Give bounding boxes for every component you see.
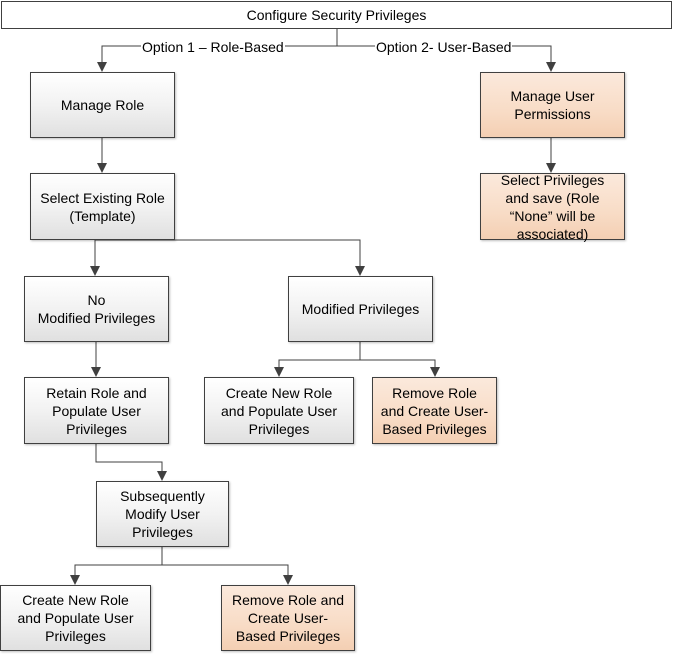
connector-select-role-to-modified: [175, 239, 365, 276]
node-modified-privileges-label: Modified Privileges: [301, 301, 420, 317]
node-select-existing-role: Select Existing Role (Template): [30, 173, 175, 240]
node-subsequently-modify-label: Subsequently Modify User Privileges: [120, 488, 205, 540]
node-remove-role-bottom: Remove Role and Create User- Based Privi…: [221, 585, 355, 651]
node-manage-user-permissions: Manage User Permissions: [480, 72, 625, 138]
node-remove-role-mid-label: Remove Role and Create User- Based Privi…: [380, 384, 489, 437]
node-manage-role-label: Manage Role: [60, 97, 145, 113]
connector-retain-to-subsequently: [95, 444, 167, 481]
node-subsequently-modify: Subsequently Modify User Privileges: [96, 481, 229, 547]
node-retain-role: Retain Role and Populate User Privileges: [24, 377, 169, 444]
node-modified-privileges: Modified Privileges: [288, 276, 433, 342]
edge-label-option2: Option 2- User-Based: [375, 39, 513, 55]
node-select-existing-role-label: Select Existing Role (Template): [40, 189, 165, 224]
node-no-modified-privileges: No Modified Privileges: [24, 276, 169, 342]
node-no-modified-privileges-label: No Modified Privileges: [37, 292, 156, 326]
connector-modified-to-create-new: [274, 359, 360, 377]
edge-label-option1: Option 1 – Role-Based: [141, 39, 285, 55]
node-manage-role: Manage Role: [30, 72, 175, 138]
node-select-privileges-save-label: Select Privileges and save (Role “None” …: [500, 171, 605, 242]
connector-subsequently-to-remove-role: [162, 564, 293, 585]
connector-subsequently-to-create-new: [70, 564, 162, 585]
node-remove-role-mid: Remove Role and Create User- Based Privi…: [372, 377, 497, 444]
node-create-new-role-mid: Create New Role and Populate User Privil…: [204, 377, 354, 444]
connector-modified-to-remove-role: [360, 359, 440, 377]
node-create-new-role-bottom-label: Create New Role and Populate User Privil…: [17, 592, 134, 644]
node-remove-role-bottom-label: Remove Role and Create User- Based Privi…: [231, 592, 345, 644]
node-create-new-role-bottom: Create New Role and Populate User Privil…: [0, 585, 151, 651]
node-retain-role-label: Retain Role and Populate User Privileges: [46, 384, 147, 437]
node-select-privileges-save: Select Privileges and save (Role “None” …: [480, 171, 625, 242]
title-text: Configure Security Privileges: [246, 7, 427, 23]
node-manage-user-permissions-label: Manage User Permissions: [510, 88, 595, 122]
node-create-new-role-mid-label: Create New Role and Populate User Privil…: [221, 384, 337, 437]
title-box: Configure Security Privileges: [1, 1, 672, 29]
